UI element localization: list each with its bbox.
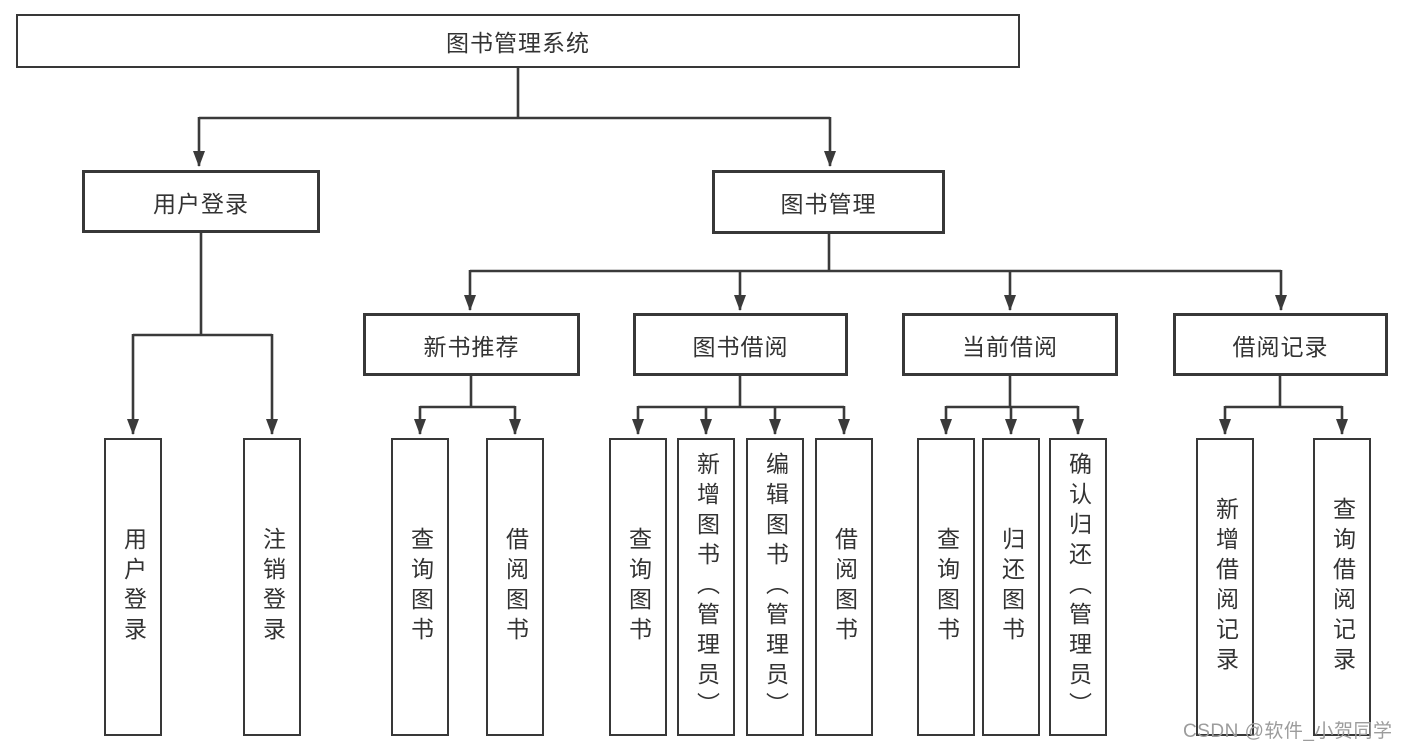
leaf-recommend-query-book-label: 查询图书 — [407, 527, 434, 647]
node-book-borrow: 图书借阅 — [633, 313, 848, 376]
leaf-borrow-add-book-admin-label: 新增图书（管理员） — [693, 452, 720, 722]
leaf-current-query-book-label: 查询图书 — [933, 527, 960, 647]
leaf-current-confirm-return-admin-label: 确认归还（管理员） — [1065, 452, 1092, 722]
leaf-records-add-label: 新增借阅记录 — [1212, 497, 1239, 677]
leaf-borrow-borrow-book: 借阅图书 — [815, 438, 873, 736]
leaf-recommend-query-book: 查询图书 — [391, 438, 449, 736]
node-new-book-recommend: 新书推荐 — [363, 313, 580, 376]
node-borrow-records: 借阅记录 — [1173, 313, 1388, 376]
leaf-recommend-borrow-book-label: 借阅图书 — [502, 527, 529, 647]
leaf-current-query-book: 查询图书 — [917, 438, 975, 736]
node-current-borrow: 当前借阅 — [902, 313, 1118, 376]
leaf-borrow-add-book-admin: 新增图书（管理员） — [677, 438, 735, 736]
leaf-records-add: 新增借阅记录 — [1196, 438, 1254, 736]
leaf-borrow-query-book: 查询图书 — [609, 438, 667, 736]
leaf-current-return-book-label: 归还图书 — [998, 527, 1025, 647]
node-book-management-group: 图书管理 — [712, 170, 945, 234]
node-user-login-group: 用户登录 — [82, 170, 320, 233]
leaf-borrow-edit-book-admin: 编辑图书（管理员） — [746, 438, 804, 736]
leaf-user-login: 用户登录 — [104, 438, 162, 736]
leaf-user-login-label: 用户登录 — [120, 527, 147, 647]
leaf-borrow-edit-book-admin-label: 编辑图书（管理员） — [762, 452, 789, 722]
node-root: 图书管理系统 — [16, 14, 1020, 68]
leaf-records-query: 查询借阅记录 — [1313, 438, 1371, 736]
leaf-current-confirm-return-admin: 确认归还（管理员） — [1049, 438, 1107, 736]
leaf-logout: 注销登录 — [243, 438, 301, 736]
leaf-current-return-book: 归还图书 — [982, 438, 1040, 736]
leaf-records-query-label: 查询借阅记录 — [1329, 497, 1356, 677]
leaf-logout-label: 注销登录 — [259, 527, 286, 647]
leaf-borrow-query-book-label: 查询图书 — [625, 527, 652, 647]
leaf-borrow-borrow-book-label: 借阅图书 — [831, 527, 858, 647]
csdn-watermark: CSDN @软件_小贺同学 — [1183, 721, 1393, 742]
leaf-recommend-borrow-book: 借阅图书 — [486, 438, 544, 736]
